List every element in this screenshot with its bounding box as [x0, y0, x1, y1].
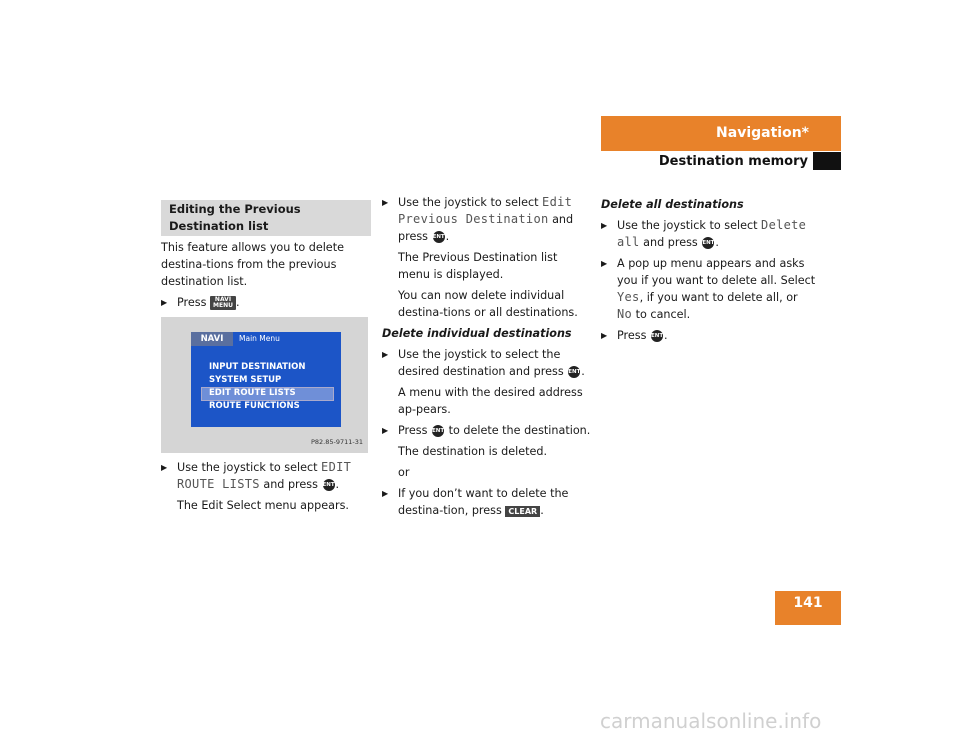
image-caption: P82.85-9711-31	[310, 438, 363, 446]
subheading-all: Delete all destinations	[601, 198, 744, 211]
step-select-edit-previous: Use the joystick to select Edit Previous…	[382, 194, 592, 245]
step-press-ent-delete: Press ENT to delete the destination.	[382, 422, 592, 439]
step-note: You can now delete individual destina-ti…	[398, 289, 578, 319]
step-result: The Previous Destination list menu is di…	[398, 251, 558, 281]
ent-button-icon: ENT	[322, 479, 335, 491]
ent-button-icon: ENT	[651, 330, 663, 342]
column-right: Delete all destinations Use the joystick…	[601, 194, 816, 348]
clear-button-icon: CLEAR	[505, 505, 541, 517]
page-number: 141	[775, 591, 841, 625]
screen-illustration: NAVI Main Menu INPUT DESTINATION SYSTEM …	[161, 317, 368, 453]
intro-text: This feature allows you to delete destin…	[161, 241, 344, 288]
step-select-delete-all: Use the joystick to select Delete all an…	[601, 217, 816, 251]
chapter-header: Navigation*	[601, 116, 841, 151]
step-cancel-delete: If you don’t want to delete the destina-…	[382, 485, 592, 519]
ent-button-icon: ENT	[432, 425, 444, 437]
section-header: Destination memory	[658, 154, 808, 169]
screen-menu-item: INPUT DESTINATION	[209, 362, 306, 372]
ent-button-icon: ENT	[702, 237, 714, 249]
column-middle: Use the joystick to select Edit Previous…	[382, 194, 592, 523]
step-confirm-popup: A pop up menu appears and asks you if yo…	[601, 255, 816, 323]
screen-menu-item: SYSTEM SETUP	[209, 375, 282, 385]
screen-tab: NAVI	[191, 332, 233, 346]
step-result: The destination is deleted.	[398, 445, 547, 458]
watermark: carmanualsonline.info	[600, 709, 822, 733]
or-text: or	[398, 466, 410, 479]
screen-selection-highlight	[201, 387, 334, 401]
screen-menu-item: ROUTE FUNCTIONS	[209, 401, 300, 411]
screen-title: Main Menu	[239, 334, 280, 343]
ent-button-icon: ENT	[432, 231, 445, 243]
step-result: A menu with the desired address ap-pears…	[398, 386, 583, 416]
step-result: The Edit Select menu appears.	[177, 499, 349, 512]
navi-screen: NAVI Main Menu INPUT DESTINATION SYSTEM …	[191, 332, 341, 427]
section-title: Editing the Previous Destination list	[161, 200, 371, 236]
column-left: Editing the Previous Destination list Th…	[161, 200, 371, 518]
step-press-ent-final: Press ENT.	[601, 327, 816, 344]
step-select-destination: Use the joystick to select the desired d…	[382, 346, 592, 380]
step-select-edit-route: Use the joystick to select EDIT ROUTE LI…	[161, 459, 371, 493]
header-marker	[813, 152, 841, 170]
subheading-individual: Delete individual destinations	[382, 327, 572, 340]
screen-menu-item: EDIT ROUTE LISTS	[209, 388, 296, 398]
ent-button-icon: ENT	[568, 366, 580, 378]
